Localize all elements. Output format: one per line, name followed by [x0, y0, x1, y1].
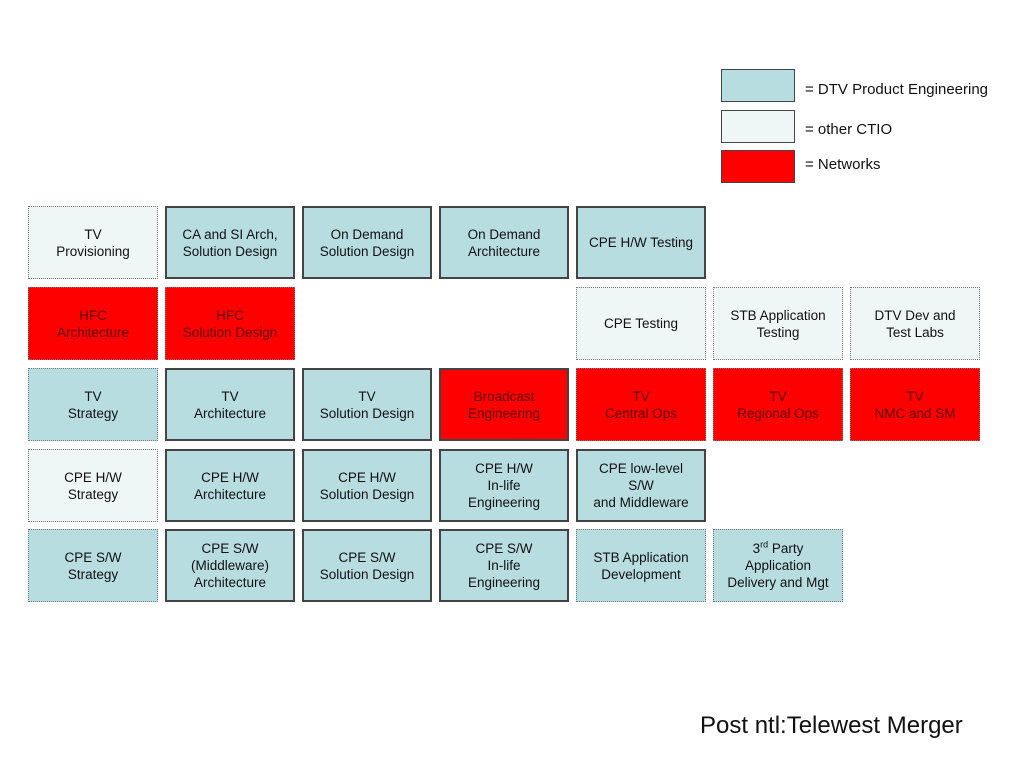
legend-swatch-dtv [721, 69, 795, 102]
box-cpe-sw-middleware-arch: CPE S/W (Middleware) Architecture [165, 529, 295, 602]
box-cpe-sw-inlife: CPE S/W In-life Engineering [439, 529, 569, 602]
box-broadcast-engineering: Broadcast Engineering [439, 368, 569, 441]
footer-caption: Post ntl:Telewest Merger [700, 712, 963, 739]
legend-label-dtv: = DTV Product Engineering [805, 81, 989, 98]
box-stb-app-development: STB Application Development [576, 529, 706, 602]
box-cpe-hw-strategy: CPE H/W Strategy [28, 449, 158, 522]
box-third-party-app: 3rd Party Application Delivery and Mgt [713, 529, 843, 602]
box-tv-regional-ops: TV Regional Ops [713, 368, 843, 441]
box-tv-architecture: TV Architecture [165, 368, 295, 441]
box-ca-si-arch: CA and SI Arch, Solution Design [165, 206, 295, 279]
box-on-demand-solution: On Demand Solution Design [302, 206, 432, 279]
box-cpe-sw-strategy: CPE S/W Strategy [28, 529, 158, 602]
box-hfc-solution: HFC Solution Design [165, 287, 295, 360]
box-cpe-hw-testing: CPE H/W Testing [576, 206, 706, 279]
box-tv-strategy: TV Strategy [28, 368, 158, 441]
legend-label-networks: = Networks [805, 156, 881, 173]
legend-swatch-networks [721, 150, 795, 183]
third-party-rest: Party Application Delivery and Mgt [727, 541, 829, 590]
box-tv-solution: TV Solution Design [302, 368, 432, 441]
box-cpe-hw-architecture: CPE H/W Architecture [165, 449, 295, 522]
box-tv-nmc-sm: TV NMC and SM [850, 368, 980, 441]
box-cpe-hw-inlife: CPE H/W In-life Engineering [439, 449, 569, 522]
box-cpe-hw-solution: CPE H/W Solution Design [302, 449, 432, 522]
box-hfc-architecture: HFC Architecture [28, 287, 158, 360]
box-tv-provisioning: TV Provisioning [28, 206, 158, 279]
box-cpe-lowlevel-sw: CPE low-level S/W and Middleware [576, 449, 706, 522]
third-party-sup: rd [760, 539, 769, 550]
box-stb-app-testing: STB Application Testing [713, 287, 843, 360]
legend-swatch-ctio [721, 110, 795, 143]
box-cpe-sw-solution: CPE S/W Solution Design [302, 529, 432, 602]
box-dtv-dev-labs: DTV Dev and Test Labs [850, 287, 980, 360]
box-on-demand-architecture: On Demand Architecture [439, 206, 569, 279]
legend-label-ctio: = other CTIO [805, 121, 893, 138]
box-cpe-testing: CPE Testing [576, 287, 706, 360]
third-party-num: 3 [752, 541, 761, 556]
box-tv-central-ops: TV Central Ops [576, 368, 706, 441]
